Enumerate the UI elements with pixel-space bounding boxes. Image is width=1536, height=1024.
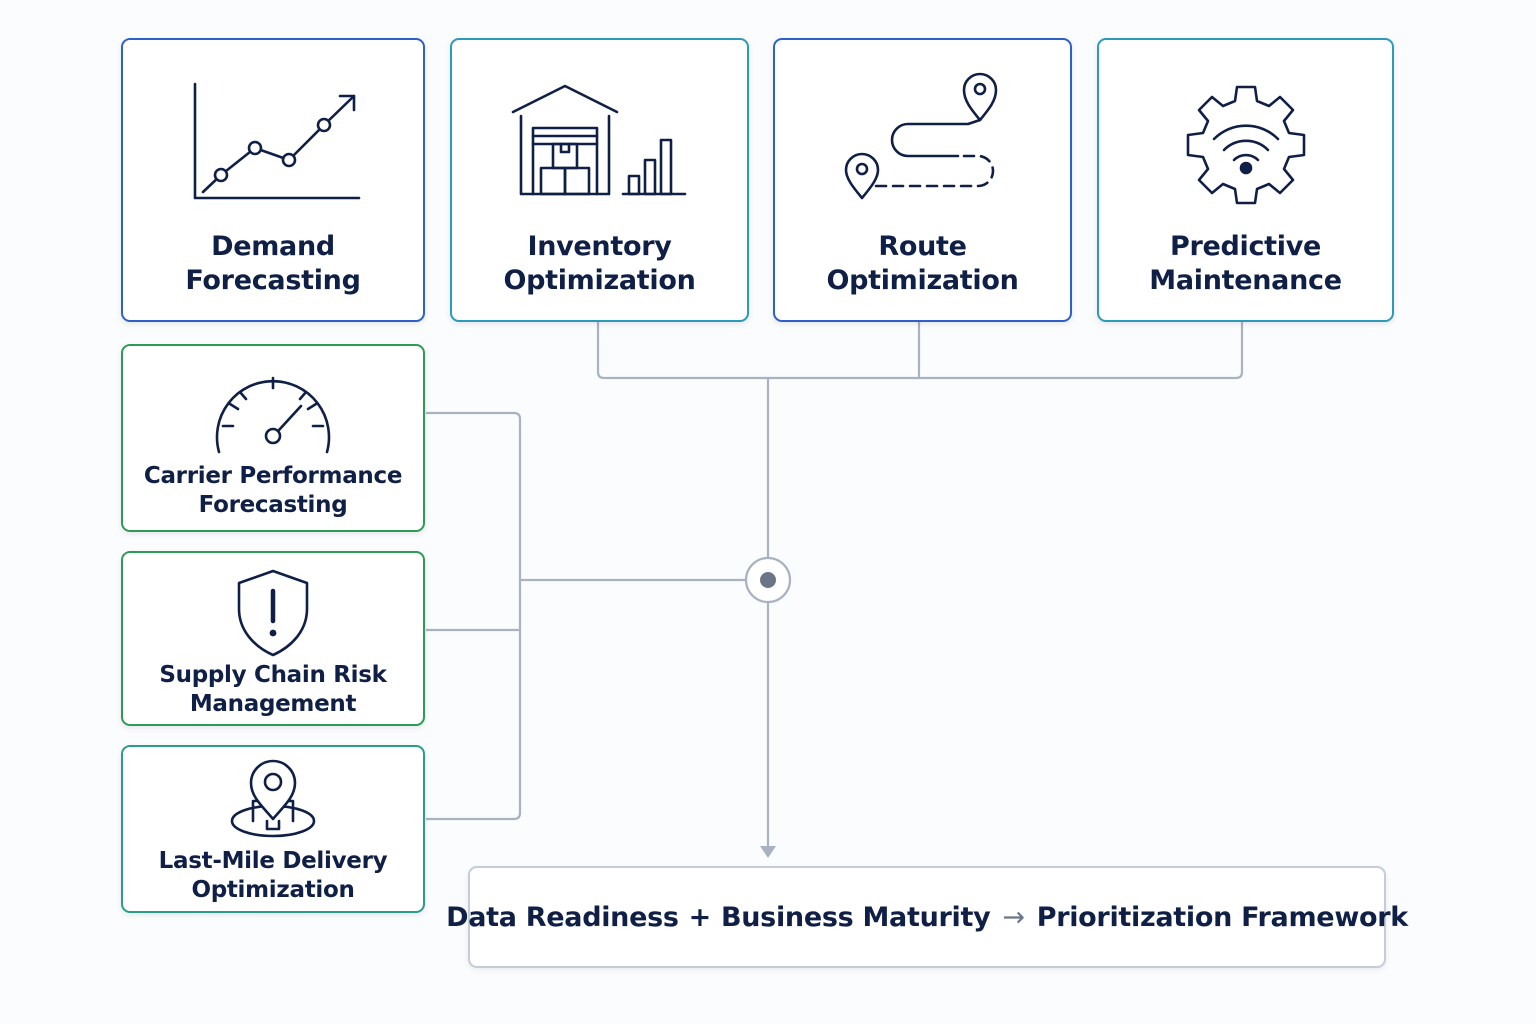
card-label: Supply Chain Risk Management (159, 662, 387, 717)
delivery-location-icon (230, 759, 316, 838)
card-predictive-maintenance[interactable]: Predictive Maintenance (1097, 38, 1394, 322)
card-route-optimization[interactable]: Route Optimization (773, 38, 1072, 322)
card-supply-chain-risk-management[interactable]: Supply Chain Risk Management (121, 551, 425, 726)
card-label: Demand Forecasting (185, 231, 361, 296)
prioritization-framework-box[interactable]: Data Readiness + Business Maturity → Pri… (446, 866, 1408, 968)
junction-node-dot (760, 572, 776, 588)
card-label: Predictive Maintenance (1149, 231, 1342, 296)
shield-alert-icon (237, 569, 309, 657)
card-demand-forecasting[interactable]: Demand Forecasting (121, 38, 425, 322)
wireless-gear-icon (1186, 85, 1305, 205)
card-inventory-optimization[interactable]: Inventory Optimization (450, 38, 749, 322)
card-label: Inventory Optimization (503, 231, 696, 296)
card-label: Carrier Performance Forecasting (143, 463, 403, 518)
warehouse-icon (511, 84, 686, 196)
result-arrow: → (1002, 901, 1025, 933)
result-prioritization-framework: Prioritization Framework (1036, 901, 1408, 933)
line-chart-icon (193, 82, 361, 200)
result-plus-operator: + (688, 901, 712, 933)
route-map-icon (844, 72, 997, 200)
card-label: Route Optimization (826, 231, 1019, 296)
result-data-readiness: Data Readiness (446, 901, 679, 933)
card-carrier-performance-forecasting[interactable]: Carrier Performance Forecasting (121, 344, 425, 532)
card-label: Last-Mile Delivery Optimization (158, 848, 388, 903)
card-last-mile-delivery-optimization[interactable]: Last-Mile Delivery Optimization (121, 745, 425, 913)
result-business-maturity: Business Maturity (720, 901, 991, 933)
speedometer-icon (215, 376, 331, 454)
